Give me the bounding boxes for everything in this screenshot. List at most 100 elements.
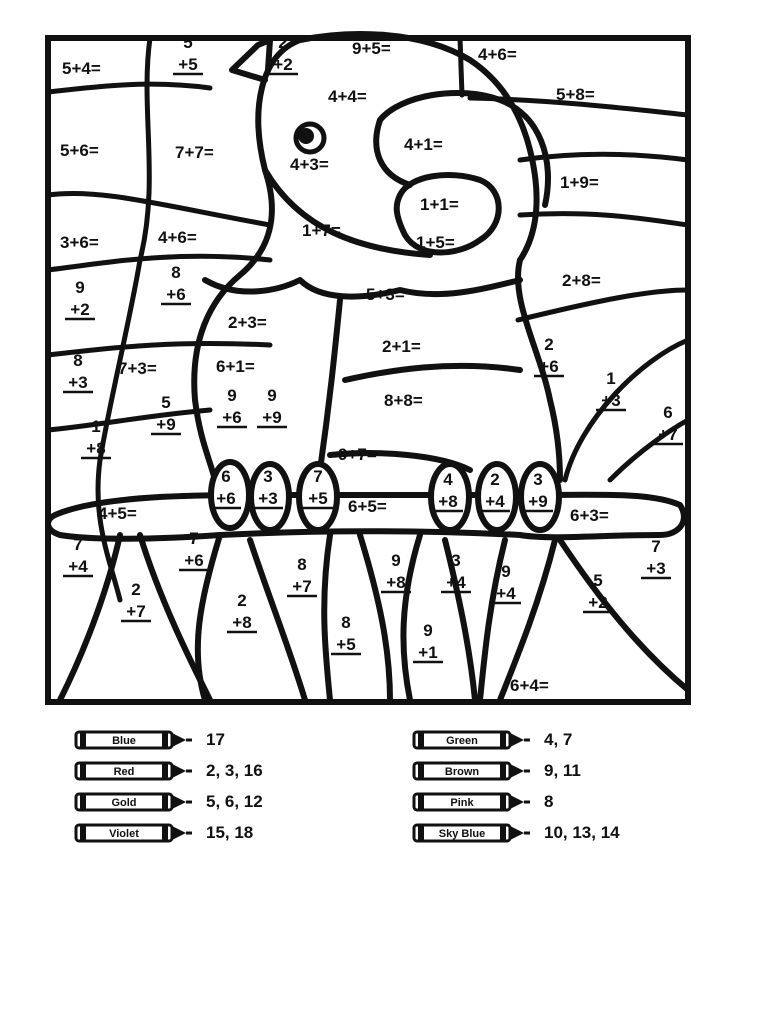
inline-problem: 2+8= [562, 271, 601, 290]
region-divider [45, 340, 273, 358]
problem-top-number: 7 [189, 529, 198, 548]
parrot-line [297, 31, 540, 263]
inline-problem: 4+3= [290, 155, 329, 174]
perch-and-leaves [45, 491, 691, 703]
inline-problem: 7+7= [175, 143, 214, 162]
crayon-icon: Gold [74, 792, 192, 812]
region-divider [517, 211, 691, 228]
parrot-line [262, 167, 433, 258]
stacked-problem: 9+8 [381, 551, 411, 594]
color-key-numbers: 4, 7 [544, 730, 573, 749]
perch-line [194, 532, 223, 703]
parrot-line [342, 362, 523, 383]
problem-bottom-number: +6 [216, 489, 235, 508]
problem-top-number: 6 [221, 467, 230, 486]
inline-problem: 5+6= [60, 141, 99, 160]
region-divider [515, 287, 691, 323]
problem-bottom-number: +9 [262, 408, 281, 427]
parrot-line [515, 257, 563, 483]
color-key-numbers: 10, 13, 14 [544, 823, 620, 842]
inline-problem: 3+6= [60, 233, 99, 252]
crayon-icon: Blue [74, 730, 192, 750]
color-by-number-sheet: 5+4=9+5=4+6=4+4=5+8=5+6=7+7=4+1=4+3=1+9=… [45, 31, 691, 705]
crayon-color-name: Gold [111, 797, 136, 809]
stacked-problem: 1+3 [596, 369, 626, 412]
crayon-color-name: Red [114, 766, 135, 778]
problem-top-number: 6 [663, 403, 672, 422]
stacked-problem: 2+6 [534, 335, 564, 378]
crayon-color-name: Pink [450, 797, 474, 809]
problem-bottom-number: +8 [386, 573, 405, 592]
problem-top-number: 5 [593, 571, 602, 590]
problem-top-number: 2 [278, 33, 287, 52]
stacked-problem: 3+4 [441, 551, 471, 594]
color-key-item: Pink 8 [412, 788, 553, 816]
problem-top-number: 9 [227, 386, 236, 405]
stacked-problem: 9+2 [65, 278, 95, 321]
stacked-problem: 9+9 [257, 386, 287, 429]
problem-top-number: 8 [297, 555, 306, 574]
crayon-color-name: Sky Blue [439, 828, 485, 840]
problem-bottom-number: +3 [68, 373, 87, 392]
parrot-toe [248, 461, 292, 533]
problem-bottom-number: +2 [273, 55, 292, 74]
problem-bottom-number: +8 [438, 492, 457, 511]
color-key-numbers: 17 [206, 730, 225, 749]
inline-problem: 5+3= [366, 285, 405, 304]
parrot-crest [229, 35, 274, 83]
parrot-toe [296, 461, 340, 533]
color-key-numbers: 8 [544, 792, 554, 811]
perch-line [557, 537, 691, 693]
stacked-problem: 2+4 [480, 470, 510, 513]
inline-problem: 1+5= [416, 233, 455, 252]
problem-bottom-number: +9 [156, 415, 175, 434]
stacked-problem: 1+8 [81, 417, 111, 460]
problem-bottom-number: +3 [646, 559, 665, 578]
crayon-color-name: Blue [112, 735, 136, 747]
inline-problem: 4+1= [404, 135, 443, 154]
parrot-toe [518, 461, 562, 533]
color-key-item: Red 2, 3, 16 [74, 757, 263, 785]
region-divider [45, 407, 213, 433]
inline-problem: 8+8= [384, 391, 423, 410]
stacked-problem: 2+8 [227, 591, 257, 634]
stacked-problem: 5+5 [173, 33, 203, 76]
color-key-item: Blue 17 [74, 726, 225, 754]
parrot-line [202, 277, 523, 300]
math-problems: 5+4=9+5=4+6=4+4=5+8=5+6=7+7=4+1=4+3=1+9=… [60, 33, 683, 695]
problem-top-number: 3 [533, 470, 542, 489]
problem-top-number: 4 [443, 470, 453, 489]
region-divider [607, 417, 691, 483]
color-key-item: Green 4, 7 [412, 726, 572, 754]
perch-line [57, 532, 123, 703]
parrot-line [377, 89, 551, 208]
stacked-problem: 8+6 [161, 263, 191, 306]
problem-bottom-number: +6 [539, 357, 558, 376]
problem-top-number: 2 [544, 335, 553, 354]
stacked-problem: 6+6 [211, 467, 241, 510]
crayon-icon: Violet [74, 823, 192, 843]
inline-problem: 6+4= [510, 676, 549, 695]
problem-bottom-number: +4 [496, 584, 516, 603]
inline-problem: 1+7= [302, 221, 341, 240]
stacked-problem: 9+1 [413, 621, 443, 664]
crayon-icon: Brown [412, 761, 530, 781]
stacked-problem: 7+4 [63, 535, 93, 578]
inline-problem: 4+6= [478, 45, 517, 64]
problem-bottom-number: +5 [308, 489, 327, 508]
color-key-numbers: 2, 3, 16 [206, 761, 263, 780]
problem-top-number: 9 [423, 621, 432, 640]
inline-problem: 2+1= [382, 337, 421, 356]
stacked-problem: 7+6 [179, 529, 209, 572]
perch-line [357, 532, 393, 703]
region-divider [45, 253, 273, 273]
stacked-problem: 5+2 [583, 571, 613, 614]
crayon-icon: Green [412, 730, 530, 750]
parrot-line [317, 297, 343, 473]
perch-line [497, 537, 558, 703]
problem-top-number: 8 [341, 613, 350, 632]
stacked-problem: 3+9 [523, 470, 553, 513]
crayon-color-name: Violet [109, 828, 139, 840]
